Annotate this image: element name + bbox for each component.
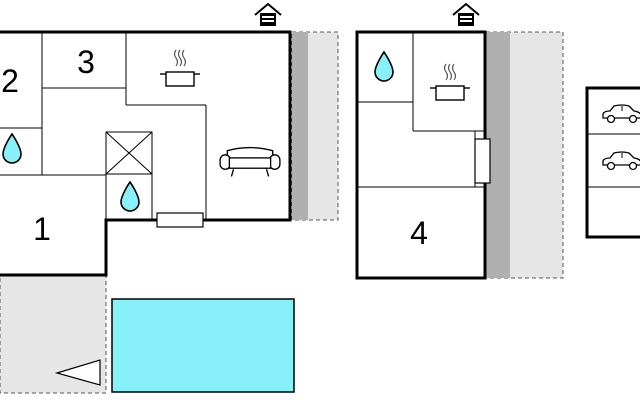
building-second	[355, 30, 491, 280]
room-number-3: 3	[77, 44, 95, 80]
water-drop-icon	[2, 133, 22, 164]
cooking-pot-icon	[159, 49, 201, 87]
wall-shadow-building1	[292, 32, 308, 220]
house-entrance-icon	[254, 3, 282, 27]
sofa-icon	[219, 146, 281, 178]
cross-box-icon	[105, 131, 153, 175]
cooking-pot-icon	[429, 63, 471, 101]
room-number-4: 4	[410, 215, 428, 251]
car-icon	[602, 151, 640, 171]
room-number-2: 2	[1, 63, 19, 99]
room-number-1: 1	[33, 211, 51, 247]
car-icon	[602, 104, 640, 124]
pool	[111, 298, 295, 393]
building-main	[0, 30, 292, 277]
house-entrance-icon	[452, 3, 480, 27]
window	[156, 212, 204, 228]
garage	[585, 86, 640, 239]
entrance-arrow-icon	[54, 359, 101, 386]
water-drop-icon	[120, 181, 140, 212]
water-drop-icon	[374, 51, 394, 82]
window	[474, 138, 491, 184]
